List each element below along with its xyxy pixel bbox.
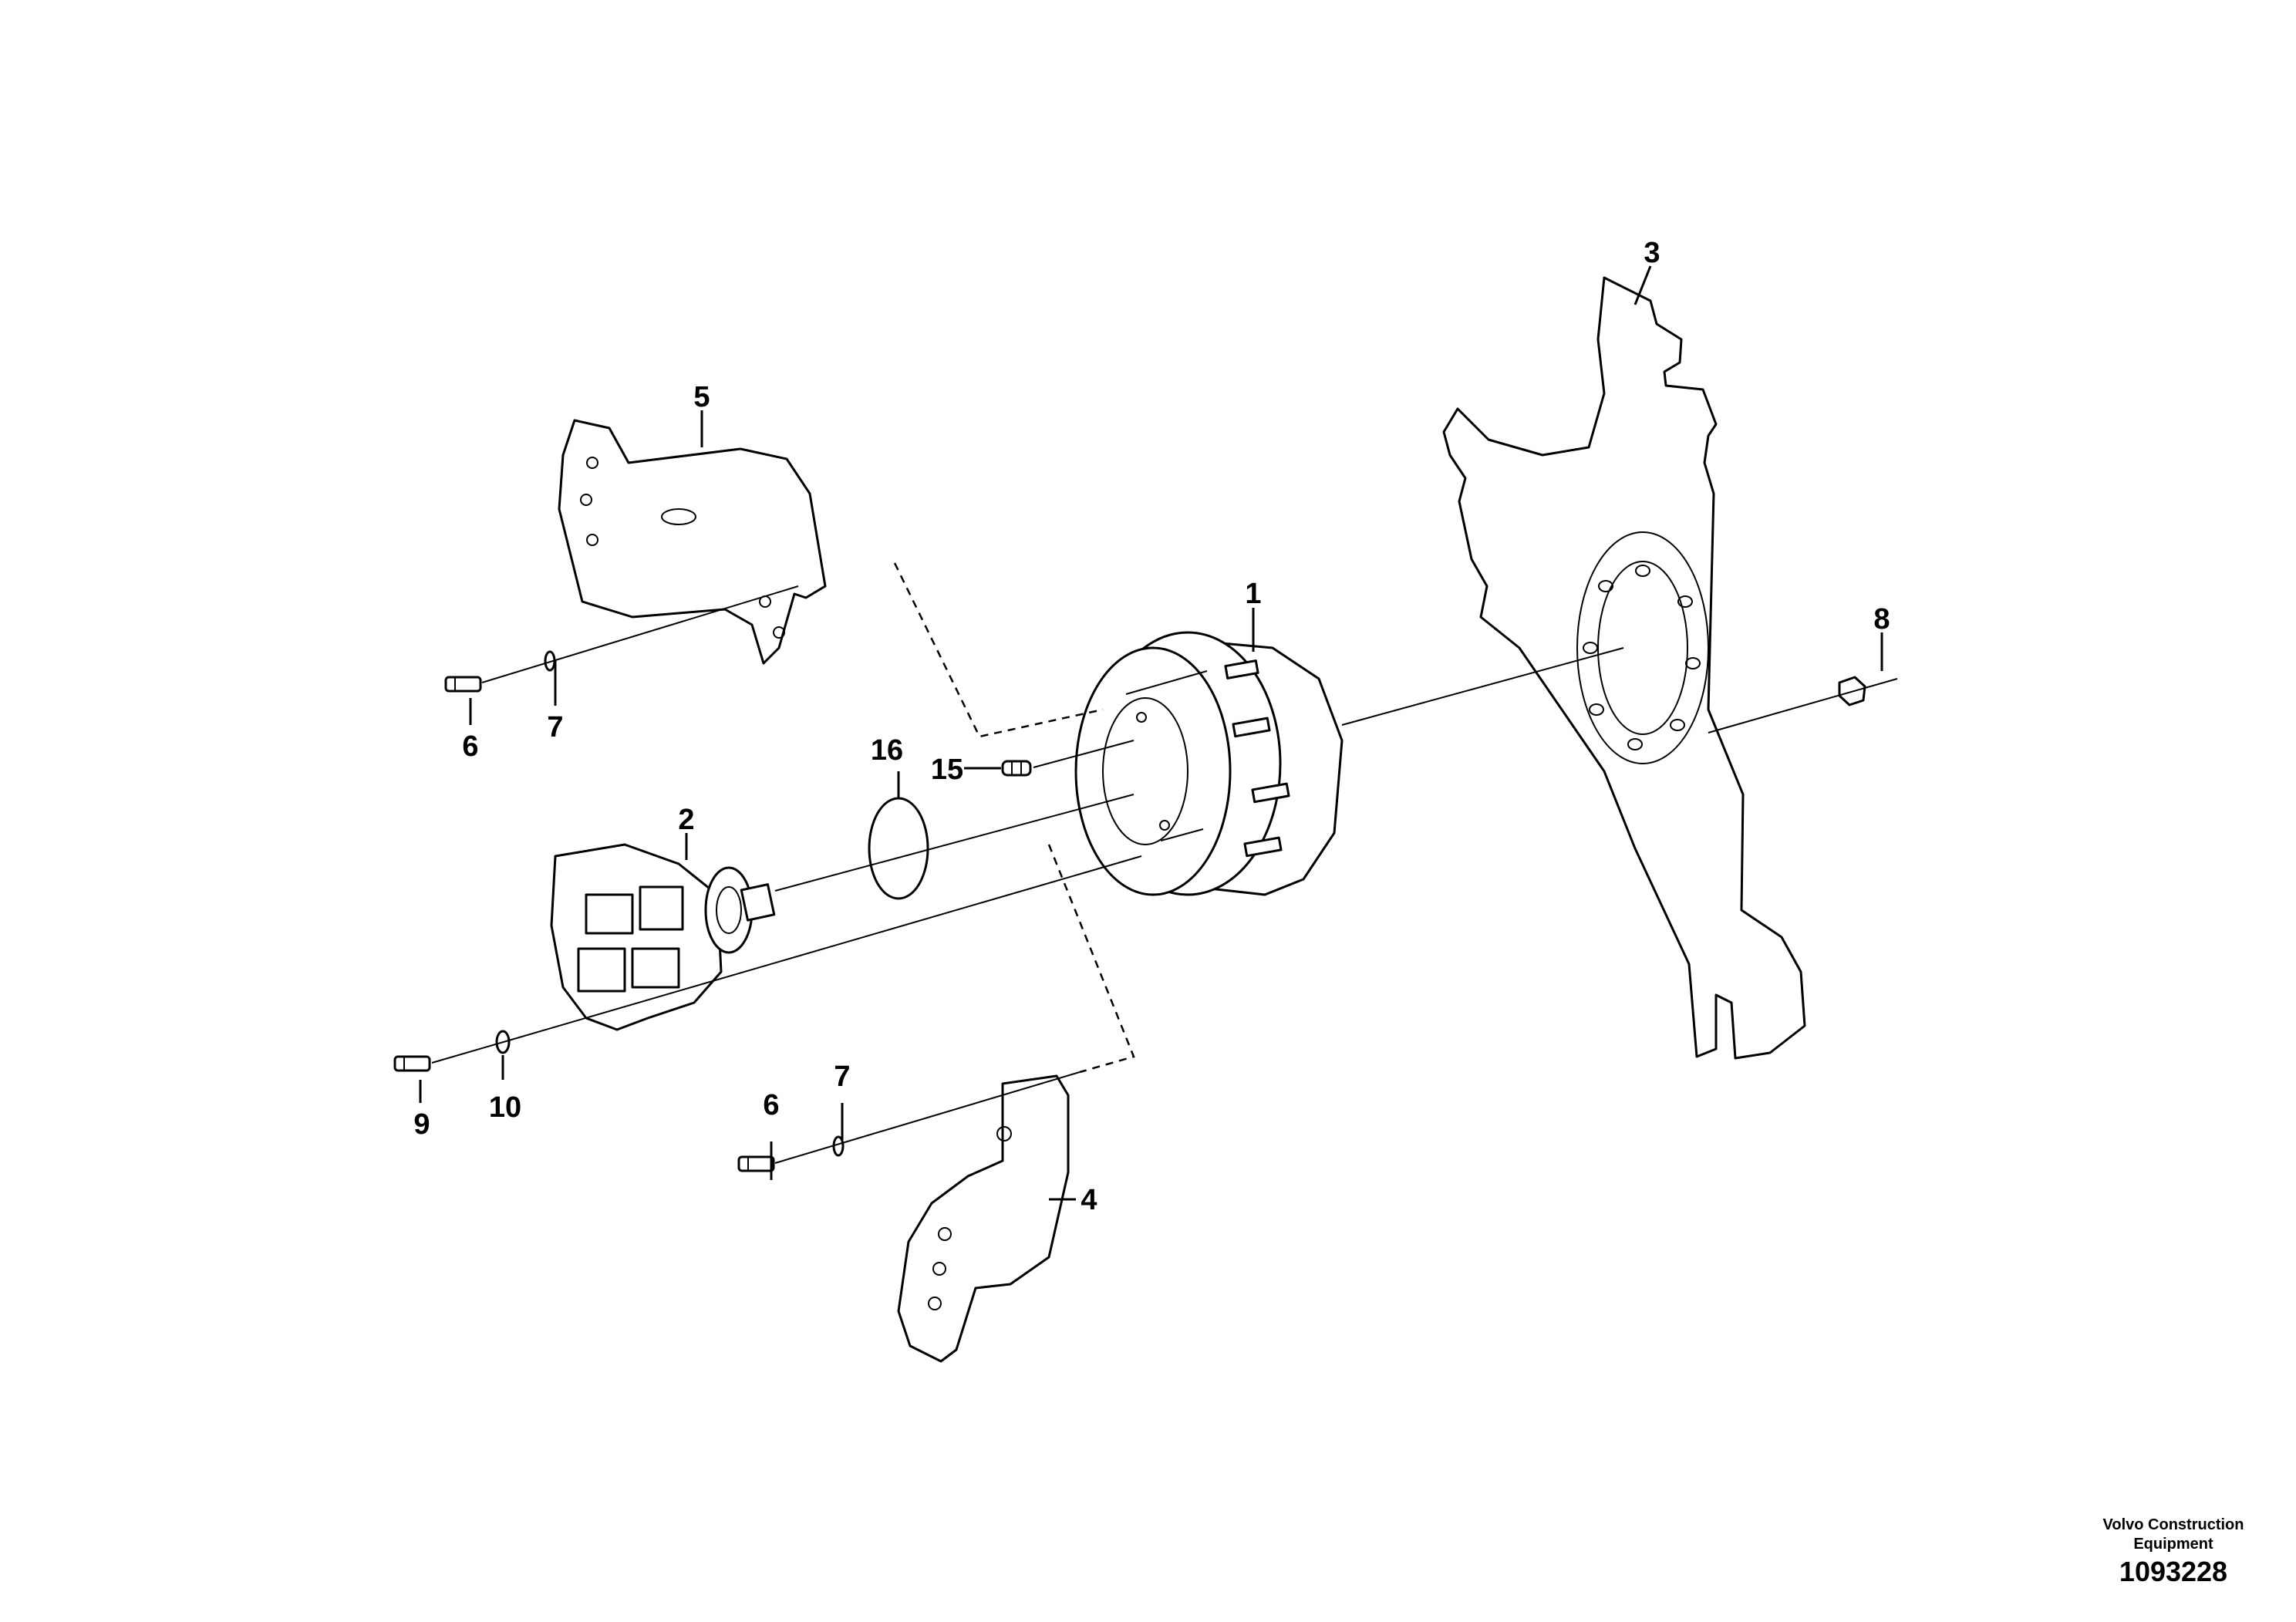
- part-2-hydraulic-motor: [550, 843, 776, 1031]
- part-15-fitting: [1001, 760, 1032, 777]
- callout-2: 2: [678, 804, 694, 836]
- footer: Volvo Construction Equipment 1093228: [2103, 1516, 2244, 1587]
- callouts: 1 2 3 4 5 6 7 8 9 10 6 7 15 16: [413, 237, 1890, 1216]
- callout-6-upper: 6: [462, 730, 478, 763]
- leader-lines: [419, 265, 1883, 1201]
- part-1-hub-gearbox: [1074, 631, 1344, 896]
- brand-line-1: Volvo Construction: [2103, 1516, 2244, 1533]
- drawing-number: 1093228: [2119, 1556, 2227, 1587]
- part-3-mounting-plate: [1442, 276, 1806, 1060]
- part-16-o-ring: [868, 797, 929, 900]
- assembly-lines: [431, 562, 1898, 1164]
- callout-1: 1: [1245, 578, 1261, 610]
- part-9-bolt: [393, 1055, 431, 1072]
- callout-10: 10: [489, 1091, 521, 1124]
- part-6-bolt-lower: [737, 1155, 775, 1172]
- callout-5: 5: [693, 381, 710, 413]
- callout-6-lower: 6: [763, 1089, 779, 1121]
- callout-3: 3: [1644, 237, 1660, 269]
- callout-7-lower: 7: [834, 1061, 850, 1093]
- part-6-bolt-upper: [444, 676, 482, 693]
- callout-7-upper: 7: [547, 711, 563, 744]
- callout-8: 8: [1873, 603, 1890, 636]
- callout-9: 9: [413, 1108, 430, 1141]
- brand-line-2: Equipment: [2133, 1536, 2213, 1553]
- part-4-lower-bracket: [897, 1074, 1070, 1363]
- part-5-upper-bracket: [558, 419, 827, 665]
- callout-4: 4: [1081, 1184, 1097, 1216]
- callout-15: 15: [931, 754, 963, 786]
- callout-16: 16: [871, 734, 903, 767]
